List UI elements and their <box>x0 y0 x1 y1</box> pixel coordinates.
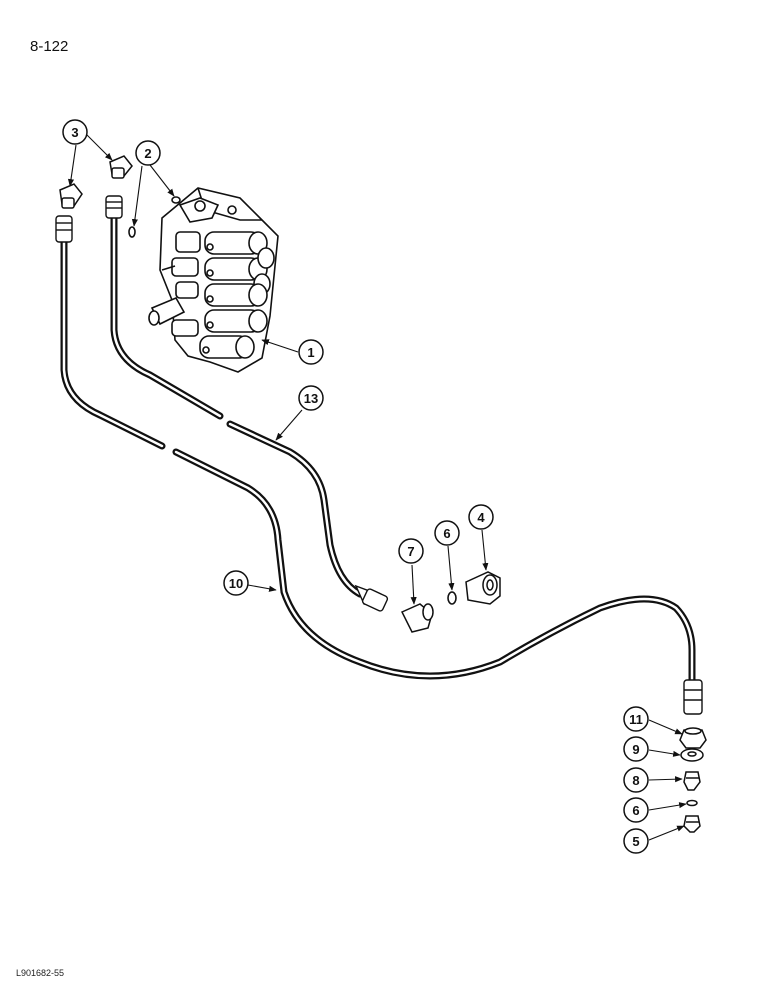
page-number: 8-122 <box>30 38 69 55</box>
callout-11: 11 <box>623 706 649 732</box>
callout-6-upper: 6 <box>434 520 460 546</box>
callout-1: 1 <box>298 339 324 365</box>
callout-8: 8 <box>623 767 649 793</box>
svg-text:7: 7 <box>407 544 414 559</box>
callout-7: 7 <box>398 538 424 564</box>
hose-part-10 <box>60 232 696 689</box>
svg-text:11: 11 <box>629 712 643 727</box>
callout-6-lower: 6 <box>623 797 649 823</box>
svg-text:3: 3 <box>71 125 78 140</box>
hose-10-end-fittings <box>55 215 703 715</box>
fitting-part-8 <box>683 771 701 791</box>
svg-text:1: 1 <box>307 345 314 360</box>
callout-2: 2 <box>135 140 161 166</box>
svg-text:4: 4 <box>477 510 485 525</box>
svg-text:9: 9 <box>632 742 639 757</box>
callout-4: 4 <box>468 504 494 530</box>
figure-code: L901682-55 <box>16 968 65 978</box>
callout-9: 9 <box>623 736 649 762</box>
callout-5: 5 <box>623 828 649 854</box>
svg-text:10: 10 <box>229 576 243 591</box>
adapter-part-4 <box>465 571 501 605</box>
plug-part-5 <box>683 815 701 833</box>
svg-text:8: 8 <box>632 773 639 788</box>
control-valve-block <box>148 187 279 373</box>
hose-13-end-fittings <box>105 195 389 612</box>
callout-3: 3 <box>62 119 88 145</box>
callout-10: 10 <box>223 570 249 596</box>
nut-part-11 <box>679 727 707 749</box>
washer-part-9 <box>680 748 704 762</box>
hose-part-13 <box>110 206 364 598</box>
svg-text:6: 6 <box>632 803 639 818</box>
svg-text:13: 13 <box>304 391 318 406</box>
leader-lines <box>67 133 687 841</box>
o-ring-part-6-upper <box>447 591 457 605</box>
elbow-part-7 <box>400 603 434 633</box>
o-ring-part-2 <box>128 196 181 238</box>
o-ring-part-6-lower <box>686 799 698 807</box>
svg-text:6: 6 <box>443 526 450 541</box>
svg-text:2: 2 <box>144 146 151 161</box>
callout-13: 13 <box>298 385 324 411</box>
svg-text:5: 5 <box>632 834 639 849</box>
